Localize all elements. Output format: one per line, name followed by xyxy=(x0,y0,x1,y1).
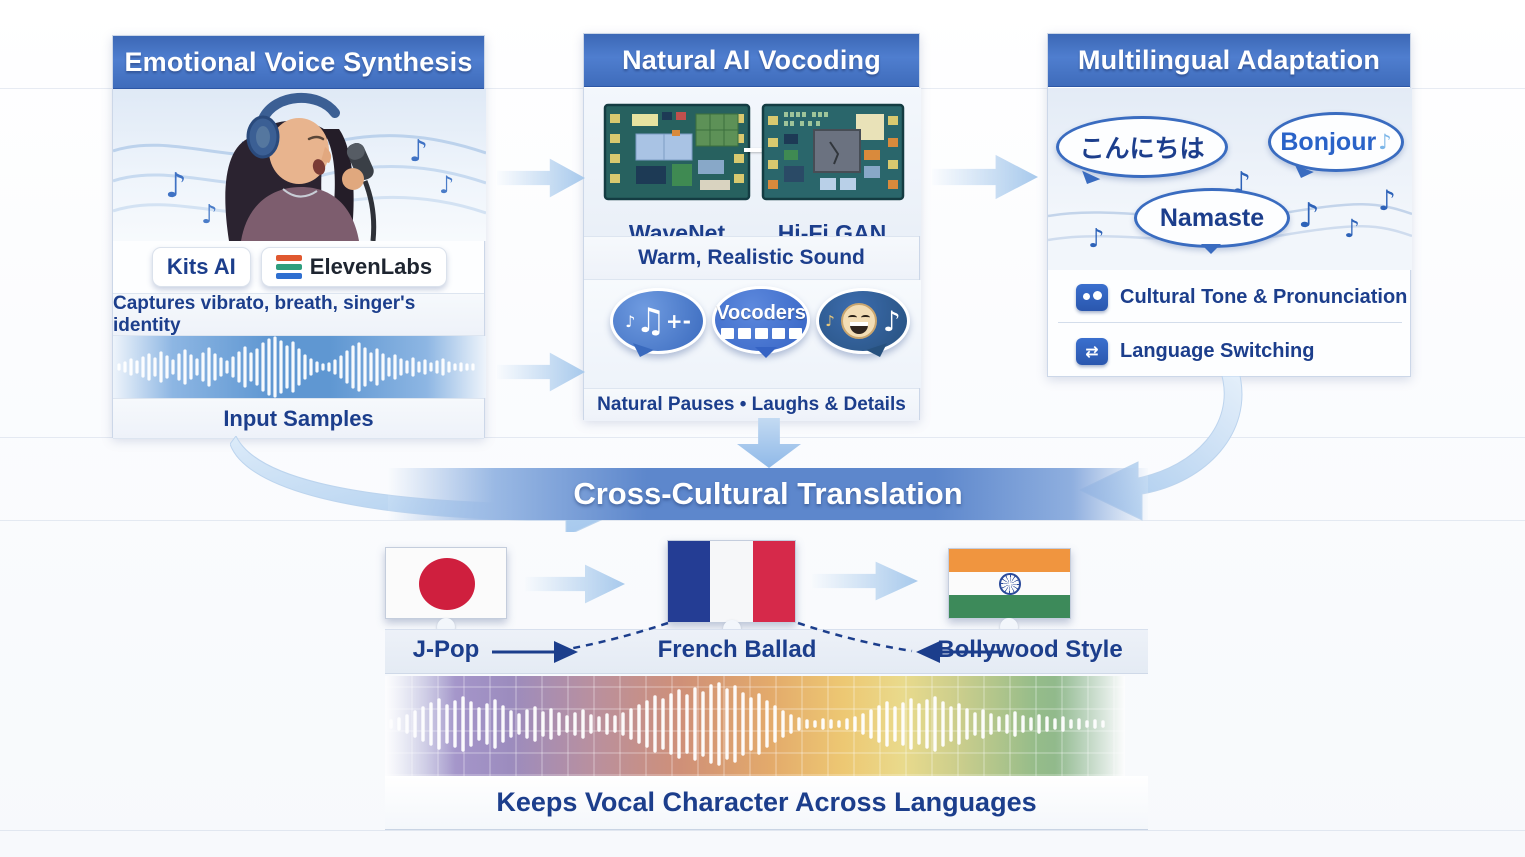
note-icon: ♪ xyxy=(1378,184,1396,217)
rainbow-waveform-band xyxy=(385,676,1125,776)
panel-title: Multilingual Adaptation xyxy=(1077,44,1381,75)
bottom-caption: Keeps Vocal Character Across Languages xyxy=(496,787,1037,817)
feature-label: Cultural Tone & Pronunciation xyxy=(1120,285,1408,308)
plus-minus-icon: +- xyxy=(665,309,691,333)
vocoders-label: Vocoders xyxy=(716,301,806,324)
divider-line xyxy=(0,830,1525,831)
vocoder-chips: WaveNet xyxy=(584,88,921,246)
hindi-bubble: Namaste xyxy=(1134,188,1290,254)
jpop-label: J-Pop xyxy=(412,636,480,663)
note-icon: ♪ xyxy=(1378,130,1392,154)
kits-ai-label: Kits AI xyxy=(166,254,236,279)
laughs-bubble: ♪ ♪ xyxy=(816,288,910,354)
arrow-right-icon xyxy=(932,154,1038,200)
elevenlabs-bars-icon xyxy=(275,255,302,279)
note-icon: ♪ xyxy=(882,304,901,338)
japan-flag xyxy=(385,547,507,619)
banner-title: Cross-Cultural Translation xyxy=(573,476,963,511)
panel-multilingual-adaptation: Multilingual Adaptation ♪ ♪ ♪ ♪ ♪ こんにちは … xyxy=(1047,33,1412,377)
bollywood-style-label: Bollywood Style xyxy=(937,636,1123,663)
note-icon: ♪ xyxy=(1298,196,1320,236)
french-bubble: Bonjour ♪ xyxy=(1268,112,1404,172)
svg-text:♪: ♪ xyxy=(165,166,187,206)
laughing-face-icon xyxy=(840,303,877,339)
cross-cultural-banner: Cross-Cultural Translation xyxy=(388,468,1148,520)
sound-strip: Warm, Realistic Sound xyxy=(584,236,919,280)
chip-connector xyxy=(744,148,772,152)
level-squares-icon xyxy=(720,327,802,339)
band-fade xyxy=(1055,676,1125,776)
japanese-greeting: こんにちは xyxy=(1079,135,1205,163)
divider-line xyxy=(0,520,1525,521)
panel-natural-ai-vocoding: Natural AI Vocoding xyxy=(583,33,921,421)
japanese-bubble: こんにちは xyxy=(1056,116,1228,178)
hindi-greeting: Namaste xyxy=(1159,203,1265,232)
caption-text: Captures vibrato, breath, singer's ident… xyxy=(113,292,416,336)
translation-connectors xyxy=(492,621,1002,663)
vocoders-bubble: Vocoders xyxy=(712,286,810,358)
footer-strip: Input Samples xyxy=(113,398,484,439)
elevenlabs-badge: ElevenLabs xyxy=(260,247,448,287)
note-icon: ♪ xyxy=(1344,214,1360,243)
svg-text:♪: ♪ xyxy=(409,134,428,169)
music-notes-bubble: ♪ ♫ +- xyxy=(610,288,706,354)
arrow-right-icon xyxy=(497,352,585,392)
panel-header: Natural AI Vocoding xyxy=(584,34,919,87)
feature-language-switching: ⇄ Language Switching xyxy=(1048,328,1412,374)
pauses-caption-strip: Natural Pauses • Laughs & Details xyxy=(584,388,919,421)
arrow-right-icon xyxy=(497,158,585,198)
feature-label: Language Switching xyxy=(1120,339,1315,362)
feature-cultural-tone: Cultural Tone & Pronunciation xyxy=(1048,274,1412,320)
bottom-caption-strip: Keeps Vocal Character Across Languages xyxy=(385,776,1148,830)
note-icon: ♪ xyxy=(1088,224,1105,254)
panel-header: Emotional Voice Synthesis xyxy=(113,36,484,89)
panel-emotional-voice-synthesis: Emotional Voice Synthesis ♪ ♪ ♫ ♪ ♪ xyxy=(112,35,486,439)
france-flag xyxy=(667,540,796,623)
double-note-icon: ♫ xyxy=(635,301,666,341)
svg-text:♪: ♪ xyxy=(439,171,454,199)
vendor-badges: Kits AI ElevenLabs xyxy=(113,241,486,293)
singer-art: ♪ ♪ ♫ ♪ ♪ xyxy=(113,93,486,241)
svg-text:♪: ♪ xyxy=(201,200,218,230)
arrow-down-icon xyxy=(737,418,801,468)
singer-illustration: ♪ ♪ ♫ ♪ ♪ xyxy=(113,89,486,241)
gold-note-icon: ♪ xyxy=(825,312,835,330)
panel-title: Natural AI Vocoding xyxy=(622,44,881,75)
small-note-icon: ♪ xyxy=(625,311,636,331)
language-bubbles: ♪ ♪ ♪ ♪ ♪ こんにちは Bonjour ♪ Namaste xyxy=(1048,88,1412,270)
footer-text: Input Samples xyxy=(223,405,374,431)
caption-strip: Captures vibrato, breath, singer's ident… xyxy=(113,293,484,336)
ashoka-chakra-icon xyxy=(998,572,1021,595)
panel-header: Multilingual Adaptation xyxy=(1048,34,1410,87)
input-waveform xyxy=(113,336,486,398)
pauses-caption: Natural Pauses • Laughs & Details xyxy=(597,394,906,415)
language-swap-icon: ⇄ xyxy=(1076,337,1108,365)
speech-bubbles-icon xyxy=(1076,283,1108,311)
kits-ai-badge: Kits AI xyxy=(151,247,251,287)
sound-text: Warm, Realistic Sound xyxy=(638,246,865,269)
panel-title: Emotional Voice Synthesis xyxy=(124,46,473,77)
band-fade xyxy=(385,676,455,776)
french-greeting: Bonjour xyxy=(1280,127,1377,156)
divider-line xyxy=(1058,322,1402,323)
vocoder-bubbles: ♪ ♫ +- Vocoders ♪ ♪ xyxy=(584,280,921,388)
elevenlabs-label: ElevenLabs xyxy=(309,254,433,279)
french-ballad-label: French Ballad xyxy=(657,636,817,663)
india-flag xyxy=(948,548,1071,619)
